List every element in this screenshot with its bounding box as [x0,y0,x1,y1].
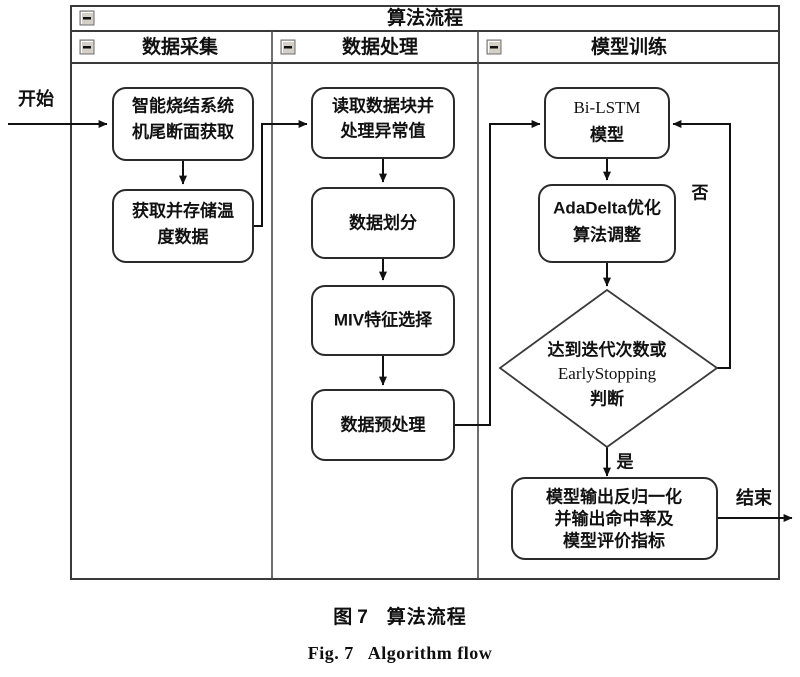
node-n6[interactable]: 数据预处理 [311,389,455,461]
node-n7-line-1: Bi-LSTM [573,98,640,117]
node-n2[interactable]: 获取并存储温 度数据 [112,189,254,263]
node-n8[interactable]: AdaDelta优化 算法调整 [538,184,676,263]
figure-caption-english: Fig. 7 Algorithm flow [0,643,800,664]
node-n5[interactable]: MIV特征选择 [311,285,455,356]
start-label: 开始 [18,88,54,109]
node-n5-line-1: MIV特征选择 [334,309,433,329]
node-n3-line-2: 处理异常值 [340,120,426,140]
caption-cn-title: 算法流程 [386,607,467,628]
edge-label-yes: 是 [617,452,634,471]
node-n10[interactable]: 模型输出反归一化 并输出命中率及 模型评价指标 [511,477,718,560]
collapse-minus-icon[interactable] [79,10,95,26]
node-n1[interactable]: 智能烧结系统 机尾断面获取 [112,87,254,161]
connectors [8,120,793,522]
node-n10-line-1: 模型输出反归一化 [546,486,682,506]
node-n10-line-3: 模型评价指标 [563,530,665,550]
node-n7[interactable]: Bi-LSTM 模型 [544,87,670,159]
node-n7-line-2: 模型 [590,124,624,144]
node-n8-line-2: 算法调整 [572,224,641,244]
lane-title-model-training: 模型训练 [591,35,667,58]
caption-en-prefix: Fig. 7 [307,643,354,663]
node-n4[interactable]: 数据划分 [311,187,455,259]
connector-decision-no-to-n7 [672,120,731,369]
edge-label-no: 否 [691,183,709,202]
node-n1-line-2: 机尾断面获取 [132,121,234,141]
collapse-minus-icon[interactable] [79,39,95,55]
node-n2-line-2: 度数据 [158,226,209,246]
node-n9-decision[interactable]: 达到迭代次数或 EarlyStopping 判断 [498,288,719,449]
node-n2-line-1: 获取并存储温 [132,200,234,220]
swimlane-frame [70,5,780,580]
container-title: 算法流程 [387,6,463,29]
node-n4-line-1: 数据划分 [349,212,417,232]
node-n8-line-1: AdaDelta优化 [553,197,661,217]
collapse-minus-icon[interactable] [486,39,502,55]
lane-title-data-collection: 数据采集 [142,35,219,58]
lane-header-data-collection: 数据采集 [79,35,219,58]
node-n9-line-2: EarlyStopping [558,364,657,383]
collapse-minus-icon[interactable] [280,39,296,55]
container-title-bar: 算法流程 [79,6,463,29]
caption-cn-prefix: 图 [333,607,354,628]
connector-n6-to-n7 [454,120,541,426]
node-n3-line-1: 读取数据块并 [332,95,434,115]
caption-en-title: Algorithm flow [367,643,493,663]
lane-title-data-processing: 数据处理 [342,35,418,58]
algorithm-flowchart: 算法流程 数据采集 数据处理 模型训练 [8,5,793,580]
node-n3[interactable]: 读取数据块并 处理异常值 [311,87,455,159]
caption-cn-number: 7 [357,607,369,628]
lane-header-model-training: 模型训练 [486,35,667,58]
node-n9-line-1: 达到迭代次数或 [548,339,667,359]
node-n6-line-1: 数据预处理 [341,414,426,434]
node-n10-line-2: 并输出命中率及 [555,508,675,528]
connector-n2-to-n3 [253,120,308,227]
end-label: 结束 [736,487,773,508]
node-n9-line-3: 判断 [590,388,624,408]
lane-header-data-processing: 数据处理 [280,35,418,58]
node-n1-line-1: 智能烧结系统 [132,95,234,115]
